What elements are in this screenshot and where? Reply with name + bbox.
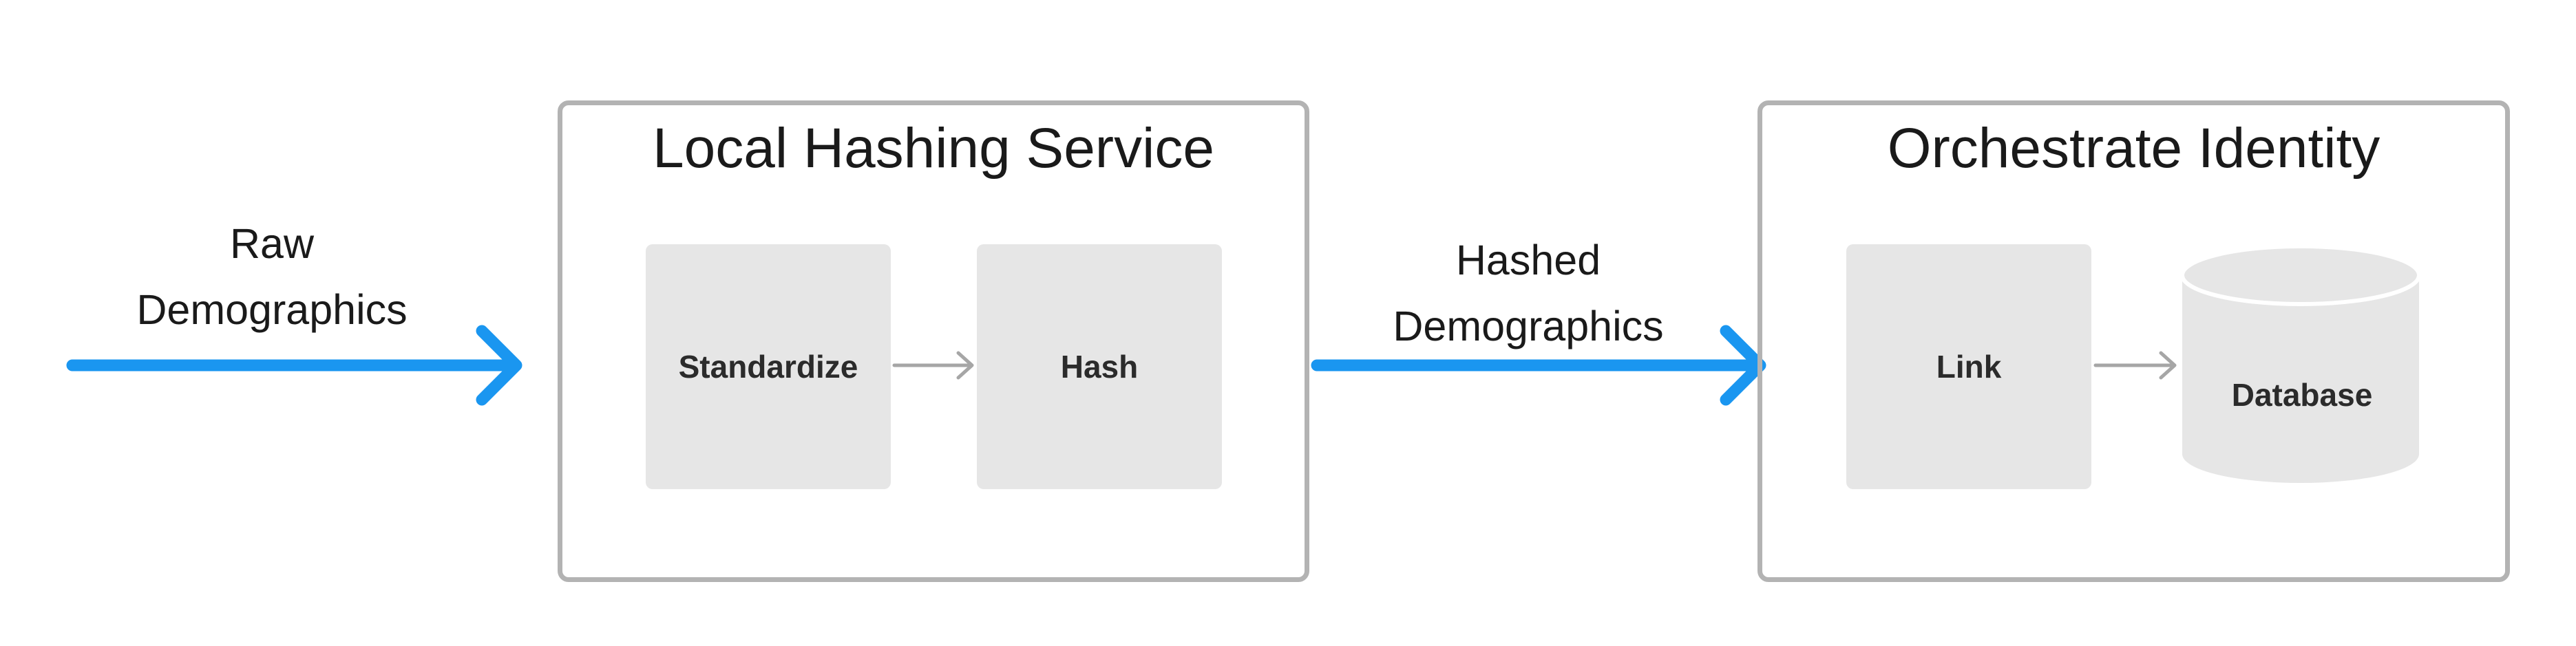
local-hashing-service-container: Local Hashing Service — [558, 100, 1309, 582]
orchestrate-identity-container: Orchestrate Identity — [1757, 100, 2510, 582]
raw-demographics-arrow — [66, 325, 522, 406]
hashed-demographics-label: Hashed Demographics — [1393, 237, 1664, 349]
standardize-step: Standardize — [646, 244, 891, 489]
link-to-database-arrow — [2093, 351, 2177, 380]
local-hashing-service-title: Local Hashing Service — [653, 117, 1214, 180]
database-cylinder-icon — [2180, 244, 2421, 483]
raw-demographics-label: Raw Demographics — [136, 220, 408, 333]
standardize-to-hash-arrow — [892, 351, 974, 380]
orchestrate-identity-title: Orchestrate Identity — [1887, 117, 2380, 180]
link-step: Link — [1846, 244, 2091, 489]
database-label: Database — [2231, 377, 2373, 413]
hash-step: Hash — [977, 244, 1222, 489]
